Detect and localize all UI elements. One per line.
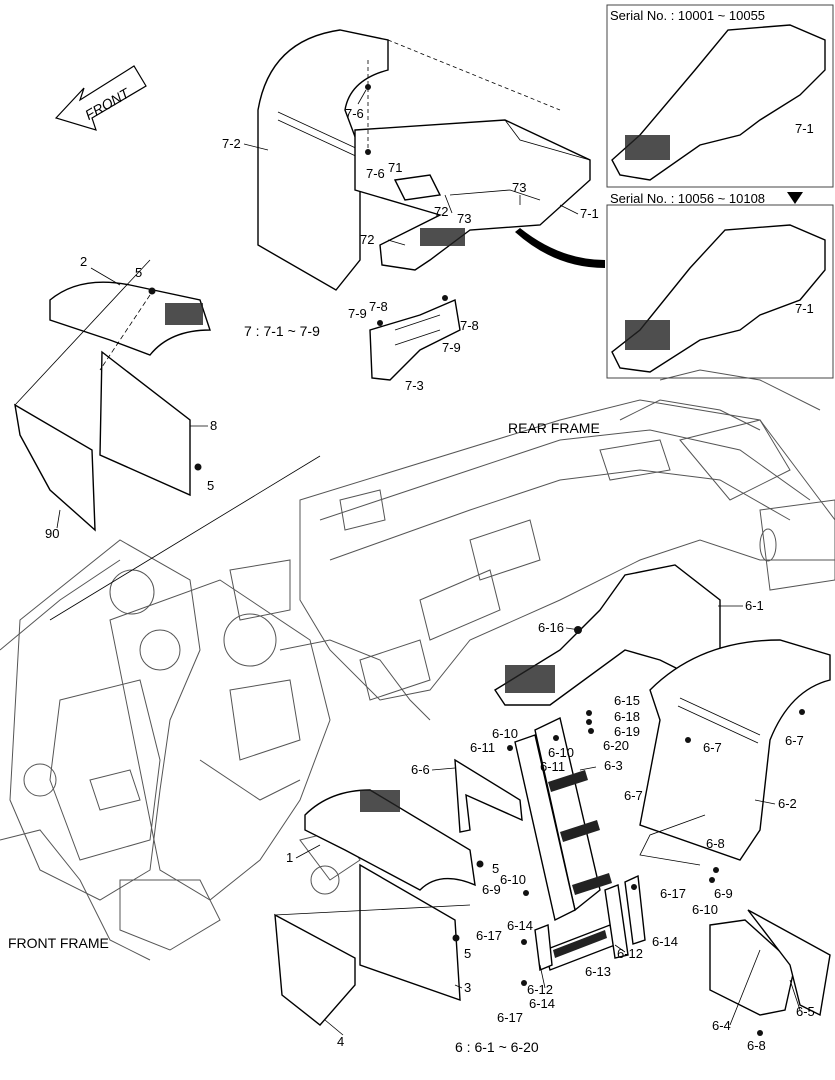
front-arrow-label: FRONT: [82, 84, 133, 123]
callout: 72: [434, 204, 448, 219]
deck-tread-grid: [420, 228, 465, 246]
callout: 6-10: [548, 745, 574, 760]
rear-fender-assembly: [257, 29, 591, 381]
callout: 6-17: [660, 886, 686, 901]
callout: 6-5: [796, 1004, 815, 1019]
callouts: 7-2 7-6 7-6 71 72 72 73 73 7-1 7-9 7-8 7…: [45, 106, 815, 1053]
callout: 6-8: [747, 1038, 766, 1053]
callout: 7-6: [345, 106, 364, 121]
callout: 6-10: [692, 902, 718, 917]
callout: 6-12: [617, 946, 643, 961]
callout: 6-17: [497, 1010, 523, 1025]
front-frame-drawing: [0, 539, 361, 961]
callout: 6-11: [470, 740, 495, 755]
callout: 6-8: [706, 836, 725, 851]
callout: 2: [80, 254, 87, 269]
inset-top-serial: Serial No. : 10001 ~ 10055: [610, 8, 765, 23]
callout: 6-16: [538, 620, 564, 635]
callout: 7-1: [580, 206, 599, 221]
callout: 7-9: [442, 340, 461, 355]
inset-bottom: Serial No. : 10056 ~ 10108 7-1: [606, 191, 834, 379]
callout: 6-9: [714, 886, 733, 901]
callout: 6-17: [476, 928, 502, 943]
callout: 6-9: [482, 882, 501, 897]
callout: 7-8: [460, 318, 479, 333]
callout: 3: [464, 980, 471, 995]
callout: 6-12: [527, 982, 553, 997]
callout: 6-13: [585, 964, 611, 979]
rear-frame-drawing: [229, 369, 835, 721]
callout: 6-20: [603, 738, 629, 753]
ladder-rungs: [548, 770, 612, 895]
callout: 6-14: [529, 996, 555, 1011]
inset-bottom-serial: Serial No. : 10056 ~ 10108: [610, 191, 765, 206]
leader-lines: [56, 89, 801, 1036]
callout: 72: [360, 232, 374, 247]
right-fender-assembly: [454, 564, 831, 1017]
left-cover-assembly: [14, 259, 321, 621]
callout: 5: [207, 478, 214, 493]
callout: 7-6: [366, 166, 385, 181]
callout: 6-7: [785, 733, 804, 748]
inset-connector: [515, 228, 605, 268]
callout: 6-10: [500, 872, 526, 887]
callout: 6-11: [540, 759, 565, 774]
callout: 73: [512, 180, 526, 195]
inset-bottom-part: 7-1: [795, 301, 814, 316]
callout: 6-18: [614, 709, 640, 724]
callout: 5: [492, 861, 499, 876]
callout: 4: [337, 1034, 344, 1049]
callout: 6-6: [411, 762, 430, 777]
front-cover-assembly: [274, 789, 476, 1026]
callout: 90: [45, 526, 59, 541]
callout: 6-10: [492, 726, 518, 741]
callout: 6-7: [624, 788, 643, 803]
serial-change-marker: [787, 192, 803, 204]
inset-top: Serial No. : 10001 ~ 10055 7-1: [606, 4, 834, 188]
callout: 7-9: [348, 306, 367, 321]
callout: 6-14: [652, 934, 678, 949]
callout: 6-1: [745, 598, 764, 613]
callout: 8: [210, 418, 217, 433]
callout: 6-4: [712, 1018, 731, 1033]
callout: 71: [388, 160, 402, 175]
callout: 5: [464, 946, 471, 961]
callout: 7-8: [369, 299, 388, 314]
bolts: [148, 84, 805, 1036]
group6-heading: 6 : 6-1 ~ 6-20: [455, 1039, 539, 1055]
callout: 6-14: [507, 918, 533, 933]
rear-frame-heading: REAR FRAME: [508, 420, 600, 436]
callout: 73: [457, 211, 471, 226]
inset-top-part: 7-1: [795, 121, 814, 136]
front-arrow: FRONT: [54, 65, 147, 131]
callout: 5: [135, 265, 142, 280]
group7-heading: 7 : 7-1 ~ 7-9: [244, 323, 320, 339]
callout: 6-3: [604, 758, 623, 773]
callout: 7-3: [405, 378, 424, 393]
callout: 6-2: [778, 796, 797, 811]
callout: 6-19: [614, 724, 640, 739]
callout: 7-2: [222, 136, 241, 151]
callout: 6-15: [614, 693, 640, 708]
front-frame-heading: FRONT FRAME: [8, 935, 109, 951]
callout: 6-7: [703, 740, 722, 755]
callout: 1: [286, 850, 293, 865]
